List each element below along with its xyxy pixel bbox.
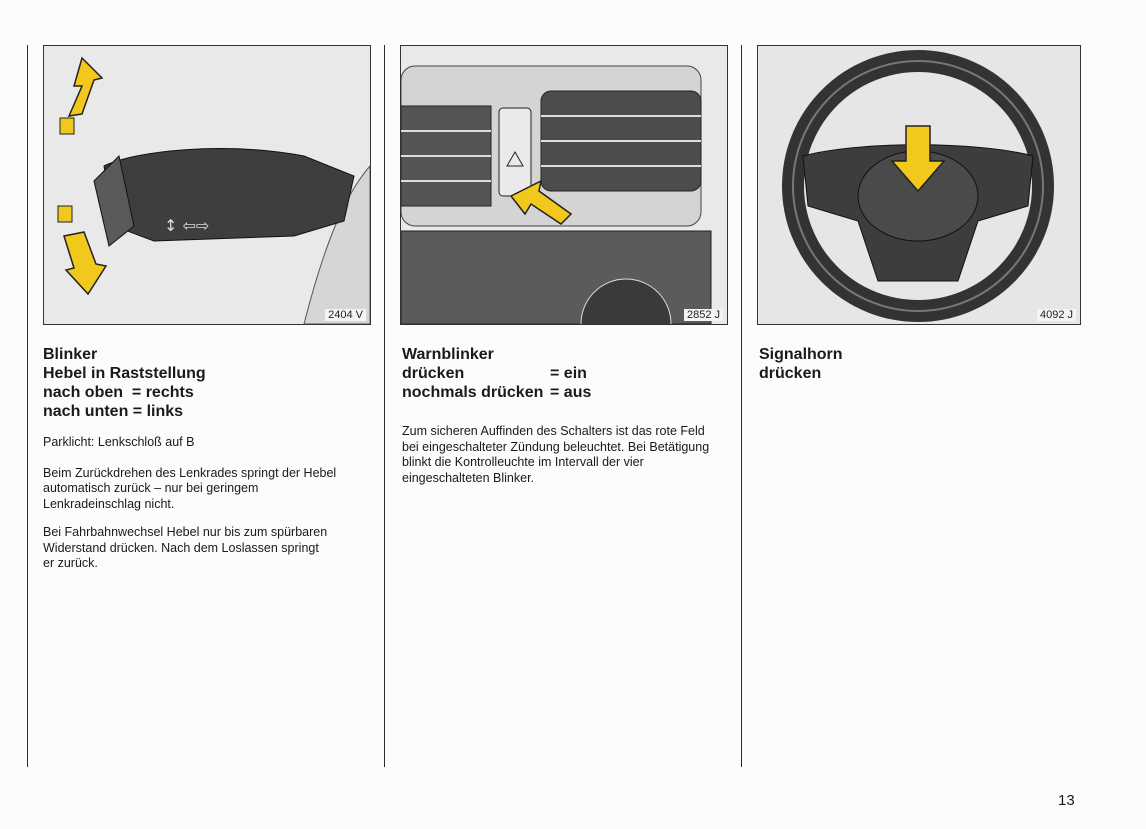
arrow-up-icon xyxy=(59,56,104,135)
row-value: = ein xyxy=(550,365,587,382)
heading-up-right: nach oben = rechts xyxy=(43,384,194,401)
arrow-down-icon xyxy=(890,125,946,193)
paragraph-parking-light: Parklicht: Lenkschloß auf B xyxy=(43,435,195,449)
hazard-illustration xyxy=(401,65,712,324)
column-divider-2 xyxy=(741,45,742,767)
heading-down-left: nach unten = links xyxy=(43,403,184,420)
figure-hazard-switch: 2852 J xyxy=(400,45,728,325)
arrow-down-icon xyxy=(57,205,108,296)
column-divider-1 xyxy=(384,45,385,767)
heading-signalhorn: Signalhorn xyxy=(759,346,843,363)
row-press-again-off: nochmals drücken = aus xyxy=(402,383,727,402)
heading-blinker: Blinker xyxy=(43,346,98,363)
figure-steering-wheel-horn: 4092 J xyxy=(757,45,1081,325)
svg-text:↕ ⇦⇨: ↕ ⇦⇨ xyxy=(164,216,209,235)
figure-turn-signal-stalk: ↕ ⇦⇨ 2404 V xyxy=(43,45,371,325)
row-press-on: drücken = ein xyxy=(402,364,727,383)
stalk-illustration: ↕ ⇦⇨ xyxy=(57,56,370,324)
heading-press: drücken xyxy=(759,365,822,382)
figure-code: 2852 J xyxy=(683,309,723,321)
heading-rest-position: Hebel in Raststellung xyxy=(43,365,206,382)
paragraph-lane-change: Bei Fahrbahnwechsel Hebel nur bis zum sp… xyxy=(43,525,328,570)
heading-warnblinker: Warnblinker xyxy=(402,346,494,363)
row-label: drücken xyxy=(402,365,465,382)
paragraph-auto-return: Beim Zurückdrehen des Lenkrades springt … xyxy=(43,465,337,511)
figure-code: 4092 J xyxy=(1036,309,1076,321)
press-arrow-icon xyxy=(509,179,573,225)
figure-code: 2404 V xyxy=(325,309,366,321)
column-warnblinker: Warnblinker drücken = ein nochmals drück… xyxy=(402,345,727,486)
page-number: 13 xyxy=(1058,792,1075,809)
row-value: = aus xyxy=(550,384,592,401)
left-margin-rule xyxy=(27,45,28,767)
row-label: nochmals drücken xyxy=(402,384,544,401)
column-blinker: Blinker Hebel in Raststellung nach oben … xyxy=(43,345,363,572)
paragraph-hazard-description: Zum sicheren Auffinden des Schalters ist… xyxy=(402,424,710,485)
column-signalhorn: Signalhorn drücken xyxy=(759,345,1079,383)
steering-wheel-illustration xyxy=(758,46,1080,324)
